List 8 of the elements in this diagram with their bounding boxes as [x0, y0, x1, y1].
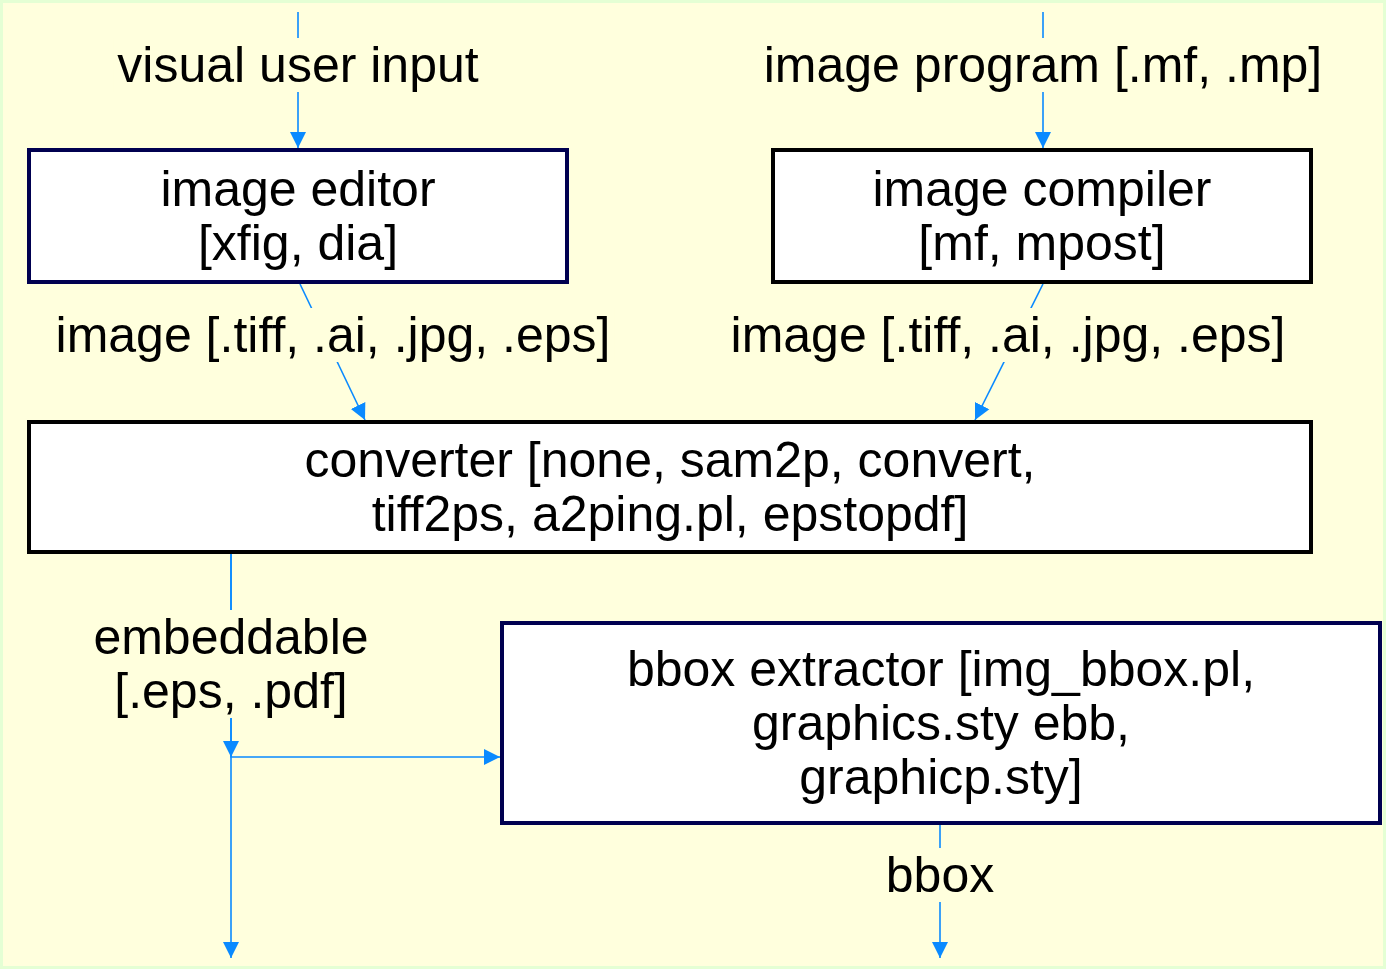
process-box — [27, 420, 1313, 554]
box-text: bbox extractor [img_bbox.pl, graphics.sty ebb, graphicp.sty] — [626, 642, 1256, 804]
box-text: image compiler [mf, mpost] — [871, 162, 1213, 270]
process-box — [500, 621, 1382, 825]
process-box — [27, 148, 569, 284]
box-text: converter [none, sam2p, convert, tiff2ps, a2ping.pl, epstopdf] — [303, 433, 1037, 541]
process-box — [771, 148, 1313, 284]
box-text: image editor [xfig, dia] — [159, 162, 437, 270]
